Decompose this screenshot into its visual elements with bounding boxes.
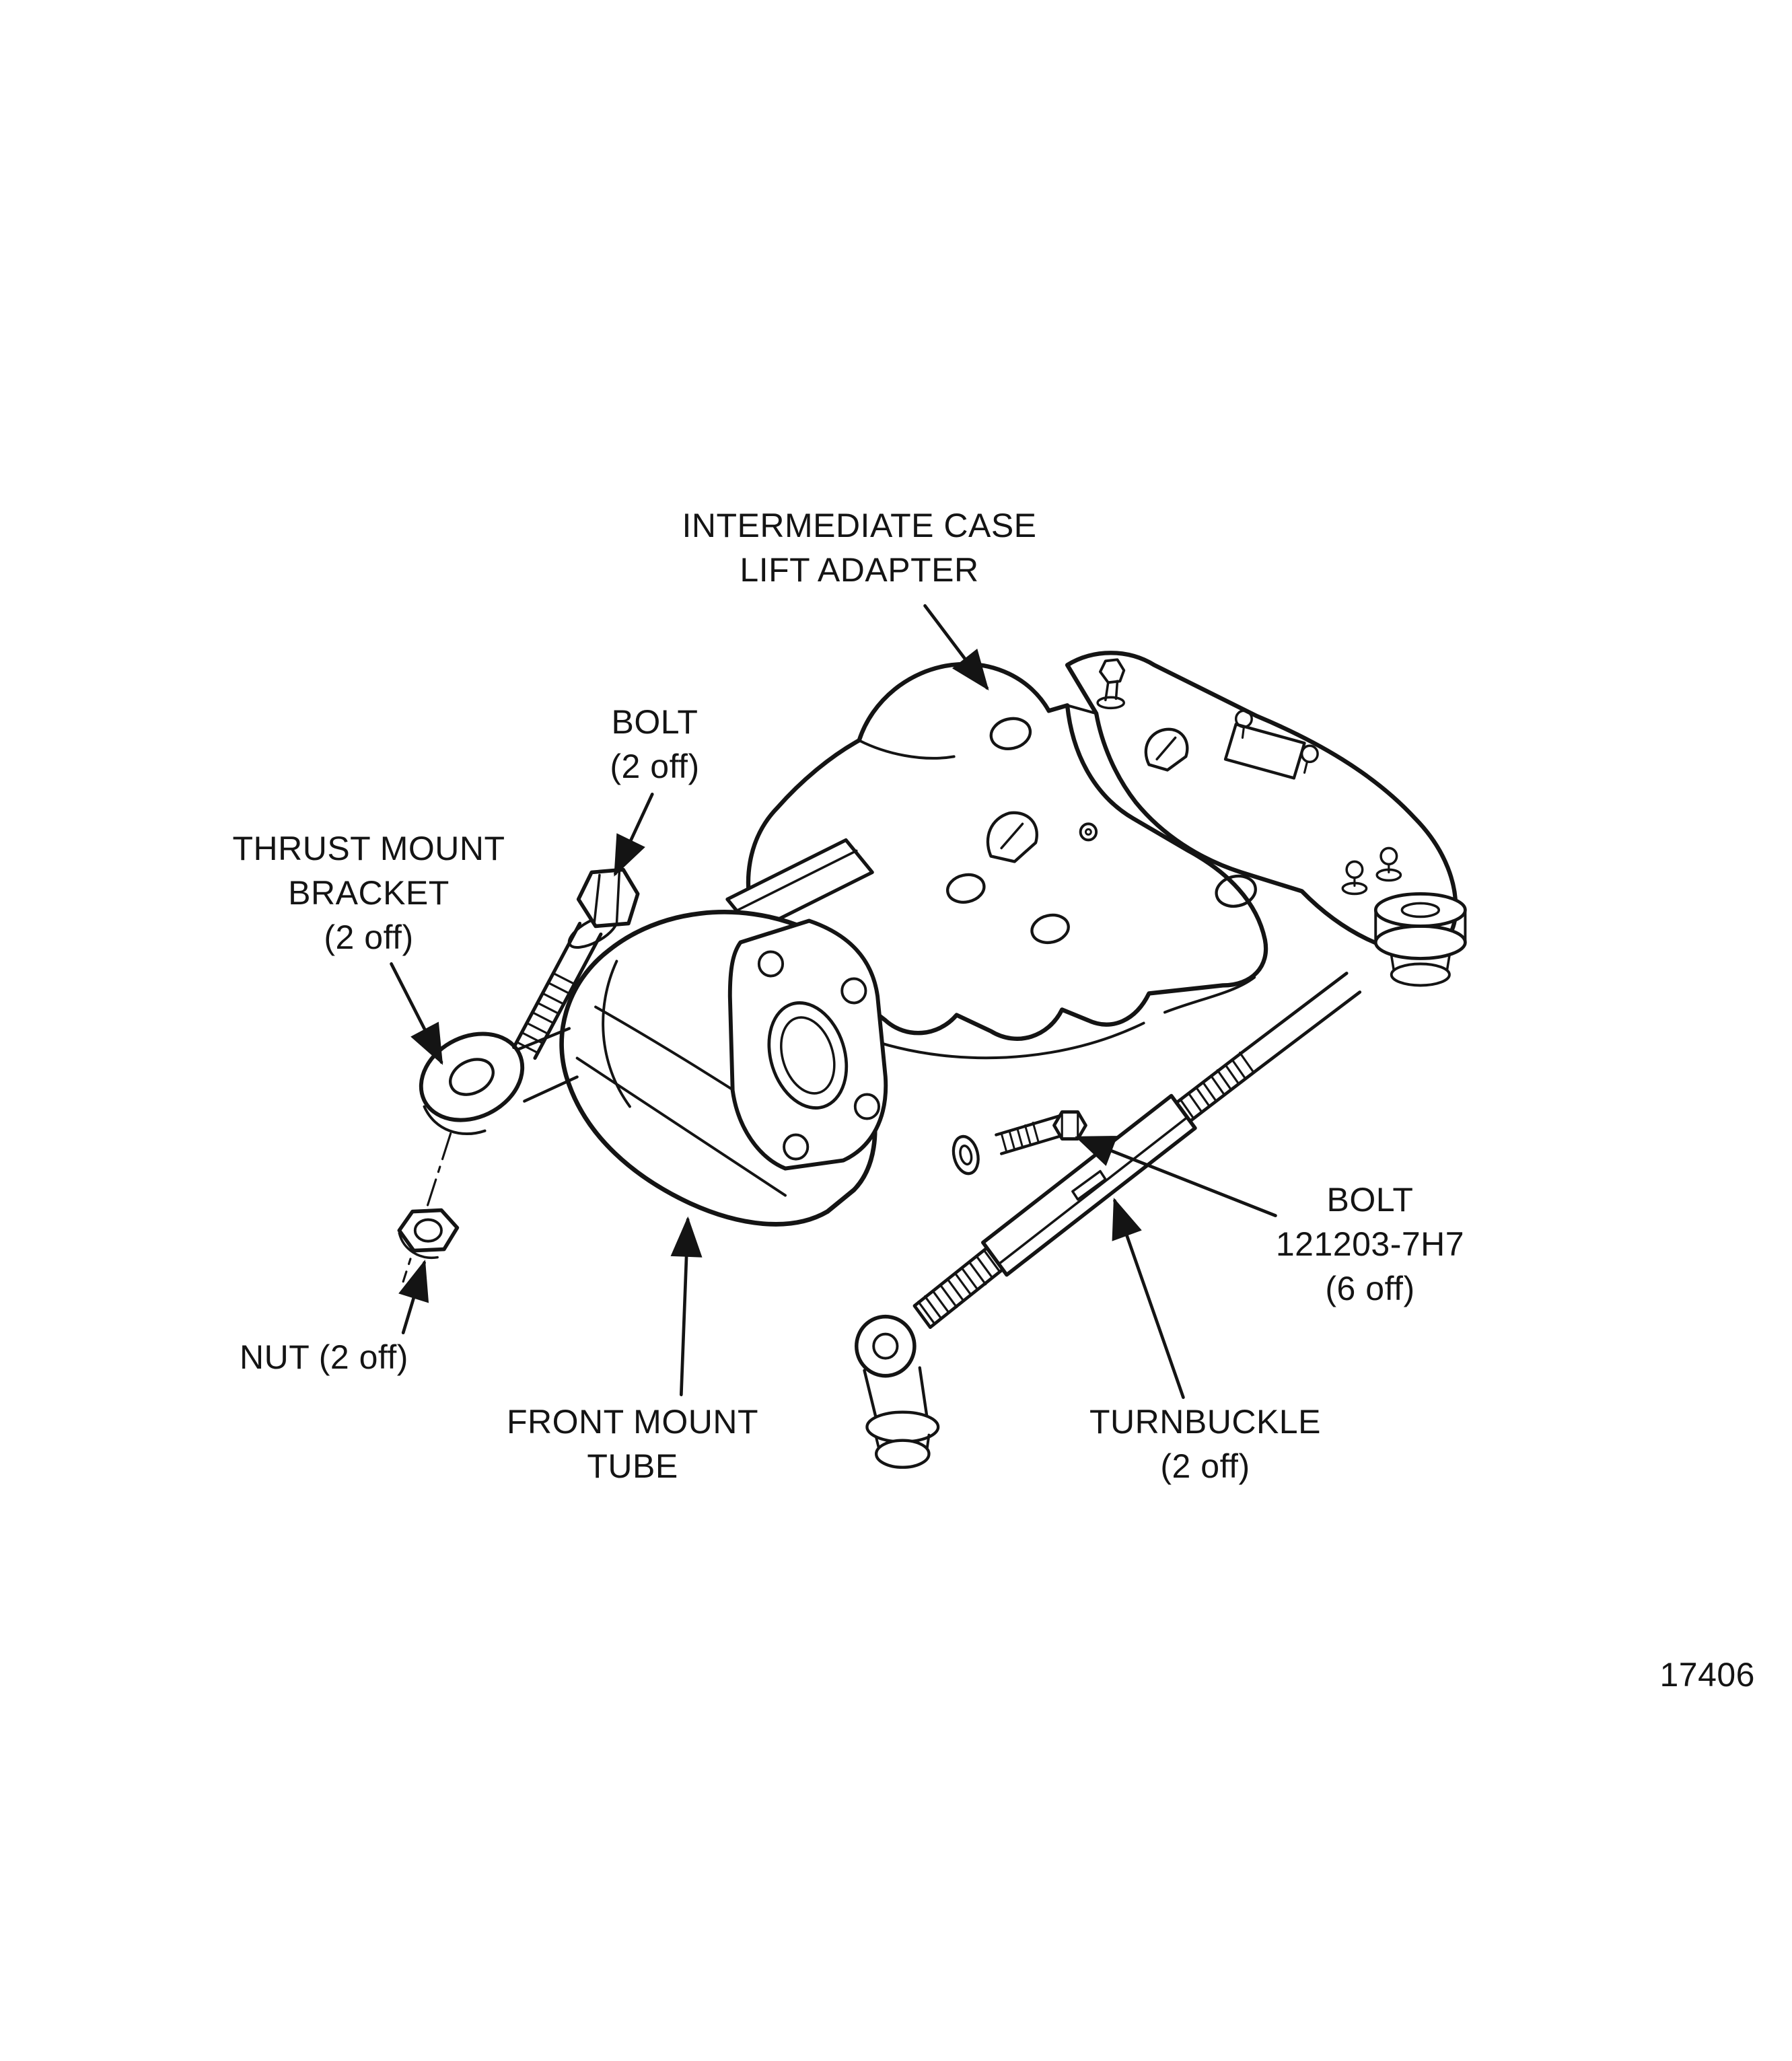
label-intermediate-case-lift-adapter: INTERMEDIATE CASE LIFT ADAPTER — [624, 503, 1095, 592]
turnbuckle-drawing — [855, 972, 1362, 1469]
label-line: INTERMEDIATE CASE — [682, 507, 1037, 544]
leader-bolt-2off — [614, 792, 654, 877]
label-line: (2 off) — [610, 748, 700, 785]
label-thrust-mount-bracket: THRUST MOUNT BRACKET (2 off) — [221, 826, 517, 960]
label-line: BOLT — [611, 703, 698, 741]
lift-adapter-bracket-drawing — [1065, 651, 1467, 987]
lift-adapter-plate-drawing — [725, 661, 1268, 1060]
leader-front-mount-tube — [670, 1216, 703, 1397]
thrust-mount-bracket-drawing — [419, 1027, 579, 1136]
label-bolt-121203: BOLT 121203-7H7 (6 off) — [1235, 1178, 1505, 1311]
label-line: TUBE — [587, 1447, 678, 1485]
label-line: 121203-7H7 — [1275, 1225, 1465, 1263]
label-line: FRONT MOUNT — [507, 1403, 758, 1441]
centerline — [402, 1132, 452, 1283]
bolt-121203-drawing — [952, 1110, 1087, 1176]
label-line: LIFT ADAPTER — [740, 551, 979, 589]
label-line: (6 off) — [1325, 1270, 1415, 1307]
label-line: (2 off) — [1160, 1447, 1250, 1485]
leader-lines — [390, 604, 1277, 1400]
label-nut-2off: NUT (2 off) — [240, 1335, 522, 1379]
figure-number: 17406 — [1659, 1656, 1755, 1694]
tube-flange-drawing — [727, 918, 888, 1171]
label-line: BOLT — [1326, 1181, 1414, 1219]
nut-drawing — [397, 1208, 460, 1260]
label-line: (2 off) — [324, 918, 414, 956]
label-line: THRUST MOUNT — [232, 830, 505, 867]
leader-turnbuckle — [1112, 1198, 1185, 1400]
label-line: NUT (2 off) — [240, 1338, 408, 1376]
leader-intermediate-case — [923, 604, 989, 691]
label-bolt-2off: BOLT (2 off) — [554, 700, 756, 789]
label-front-mount-tube: FRONT MOUNT TUBE — [485, 1400, 781, 1488]
bolt-2off-drawing — [512, 867, 640, 1060]
leader-nut — [398, 1260, 429, 1335]
label-line: BRACKET — [288, 874, 450, 912]
leader-thrust-mount-bracket — [390, 962, 443, 1065]
label-turnbuckle: TURNBUCKLE (2 off) — [1057, 1400, 1353, 1488]
label-line: TURNBUCKLE — [1089, 1403, 1321, 1441]
leader-bolt-121203 — [1075, 1136, 1277, 1217]
